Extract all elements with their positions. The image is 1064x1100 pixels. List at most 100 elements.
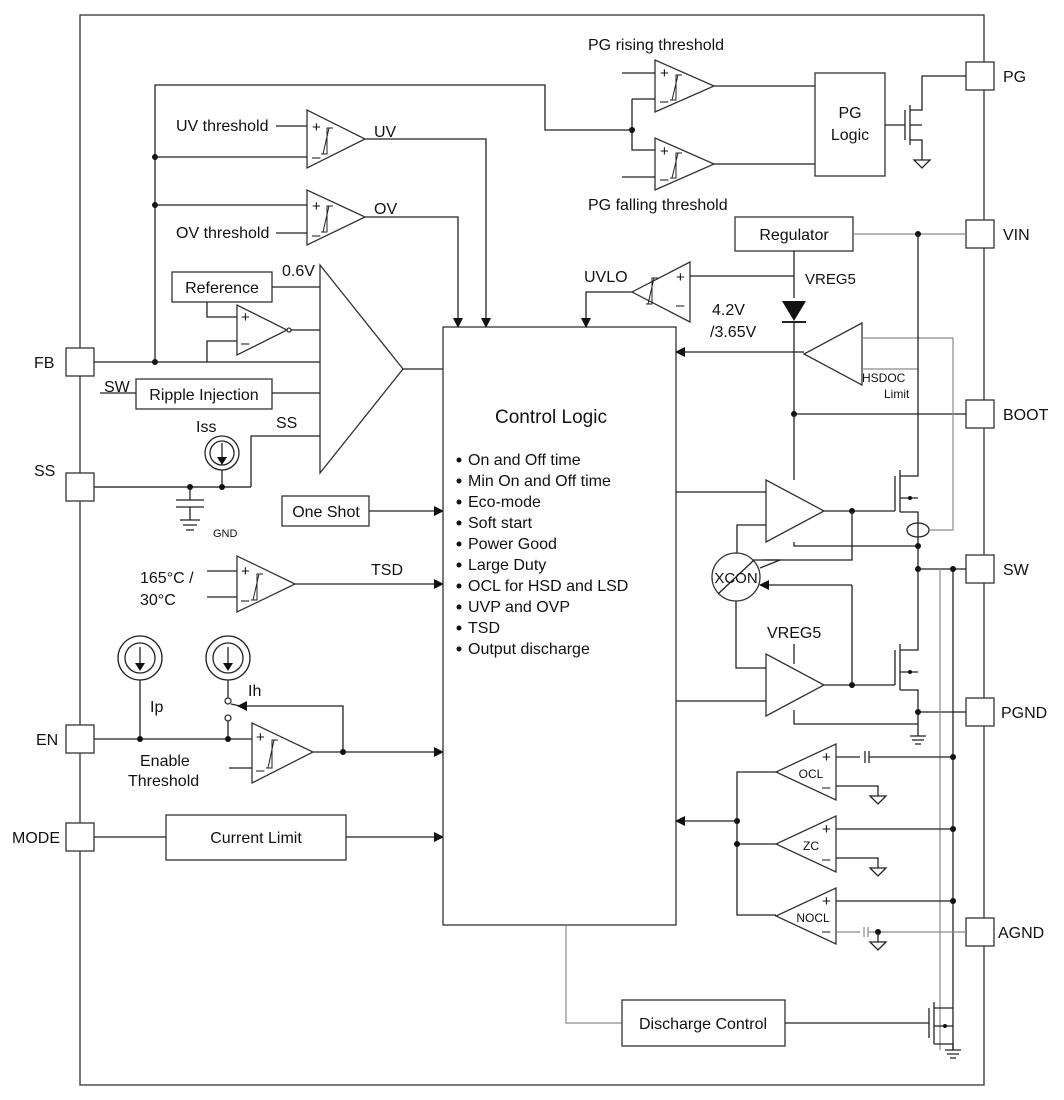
ss-label: SS — [276, 415, 297, 432]
low-side-fet — [894, 580, 919, 736]
hsdoc-label: HSDOC — [862, 371, 906, 385]
control-logic-item: Power Good — [468, 536, 557, 553]
xcon-block: XCON — [711, 552, 761, 602]
uvlo-label: UVLO — [584, 269, 628, 286]
svg-text:+: + — [676, 269, 685, 286]
svg-text:Discharge Control: Discharge Control — [639, 1016, 767, 1033]
pin-label-pgnd: PGND — [1001, 705, 1047, 722]
en-hysteresis-switch — [224, 680, 344, 752]
svg-text:–: – — [676, 297, 685, 314]
low-side-driver — [765, 652, 826, 718]
control-logic-item: Soft start — [468, 515, 533, 532]
svg-text:+: + — [312, 198, 321, 215]
ih-label: Ih — [248, 683, 261, 700]
svg-text:One Shot: One Shot — [292, 504, 360, 521]
iss-current-source — [204, 435, 240, 471]
ss-capacitor — [176, 487, 204, 531]
svg-text:–: – — [241, 335, 250, 352]
svg-text:Reference: Reference — [185, 280, 259, 297]
discharge-fet — [785, 1002, 961, 1059]
pwm-comparator — [319, 263, 404, 475]
ripple-sw-label: SW — [104, 379, 131, 396]
nocl-comparator: + – NOCL — [774, 886, 837, 946]
enable-label: Enable — [140, 753, 190, 770]
svg-text:ZC: ZC — [803, 839, 819, 853]
pin-label-sw: SW — [1003, 562, 1030, 579]
tsd-temp-label-1: 165°C / — [140, 570, 194, 587]
control-logic-item: On and Off time — [468, 452, 581, 469]
reference-buffer-amp: + – — [236, 303, 292, 357]
pg-rising-label: PG rising threshold — [588, 37, 724, 54]
boot-diode — [782, 301, 806, 323]
svg-text:Ripple Injection: Ripple Injection — [149, 387, 258, 404]
ip-label: Ip — [150, 699, 163, 716]
svg-text:Logic: Logic — [831, 127, 869, 144]
uv-label: UV — [374, 124, 397, 141]
pin-boot: BOOT — [965, 399, 1049, 429]
control-logic-item: Min On and Off time — [468, 473, 611, 490]
pin-en: EN — [36, 724, 95, 754]
pg-rising-comparator: + – — [654, 59, 716, 113]
control-logic-block: Control Logic On and Off time Min On and… — [442, 326, 677, 926]
control-logic-title: Control Logic — [495, 407, 607, 428]
control-logic-item: Output discharge — [468, 641, 590, 658]
svg-text:–: – — [312, 149, 321, 166]
pin-fb: FB — [34, 347, 95, 377]
control-logic-item: Eco-mode — [468, 494, 541, 511]
iss-label: Iss — [196, 419, 216, 436]
ocl-comparator: + – OCL — [774, 742, 837, 802]
pin-ss: SS — [34, 463, 95, 502]
svg-text:+: + — [312, 119, 321, 136]
ih-current-source — [205, 635, 251, 681]
svg-text:OCL: OCL — [799, 767, 824, 781]
pin-pg: PG — [965, 61, 1026, 91]
uv-threshold-label: UV threshold — [176, 118, 269, 135]
pin-mode: MODE — [12, 822, 95, 852]
v06-label: 0.6V — [282, 263, 315, 280]
svg-text:Regulator: Regulator — [759, 227, 829, 244]
pin-label-boot: BOOT — [1003, 407, 1049, 424]
svg-text:–: – — [822, 923, 831, 940]
svg-text:–: – — [660, 93, 669, 110]
svg-text:+: + — [241, 309, 250, 326]
pin-label-pg: PG — [1003, 69, 1026, 86]
control-logic-item: Large Duty — [468, 557, 546, 574]
control-logic-item: OCL for HSD and LSD — [468, 578, 628, 595]
tsd-comparator: + – — [236, 554, 297, 614]
svg-text:+: + — [660, 143, 669, 160]
pin-agnd: AGND — [965, 917, 1044, 947]
pg-falling-comparator: + – — [654, 137, 716, 191]
svg-text:+: + — [660, 65, 669, 82]
uvlo-threshold-2: /3.65V — [710, 324, 757, 341]
regulator-block: Regulator — [734, 216, 854, 252]
control-logic-item: UVP and OVP — [468, 599, 570, 616]
pin-label-en: EN — [36, 732, 58, 749]
vreg5-top-label: VREG5 — [805, 271, 856, 288]
svg-text:–: – — [660, 171, 669, 188]
ov-label: OV — [374, 201, 397, 218]
pin-label-mode: MODE — [12, 830, 60, 847]
svg-text:Current Limit: Current Limit — [210, 830, 302, 847]
control-logic-item: TSD — [468, 620, 500, 637]
pin-label-fb: FB — [34, 355, 54, 372]
uvlo-comparator: + – — [630, 260, 691, 324]
ripple-injection-block: Ripple Injection — [135, 378, 273, 410]
svg-text:PG: PG — [838, 105, 861, 122]
svg-text:NOCL: NOCL — [796, 911, 830, 925]
uvlo-threshold-1: 4.2V — [712, 302, 745, 319]
pin-label-ss: SS — [34, 463, 55, 480]
pin-sw: SW — [965, 554, 1030, 584]
ov-threshold-label: OV threshold — [176, 225, 269, 242]
svg-text:–: – — [241, 592, 250, 609]
en-comparator: + – — [251, 721, 315, 785]
control-logic-items: On and Off time Min On and Off time Eco-… — [456, 452, 628, 658]
pg-falling-label: PG falling threshold — [588, 197, 728, 214]
uv-comparator: + – — [306, 108, 367, 170]
svg-text:+: + — [822, 821, 831, 838]
ic-boundary — [79, 14, 985, 1086]
one-shot-block: One Shot — [281, 495, 370, 527]
discharge-control-block: Discharge Control — [621, 999, 786, 1047]
svg-text:XCON: XCON — [714, 570, 757, 587]
hsdoc-comparator — [802, 321, 863, 387]
